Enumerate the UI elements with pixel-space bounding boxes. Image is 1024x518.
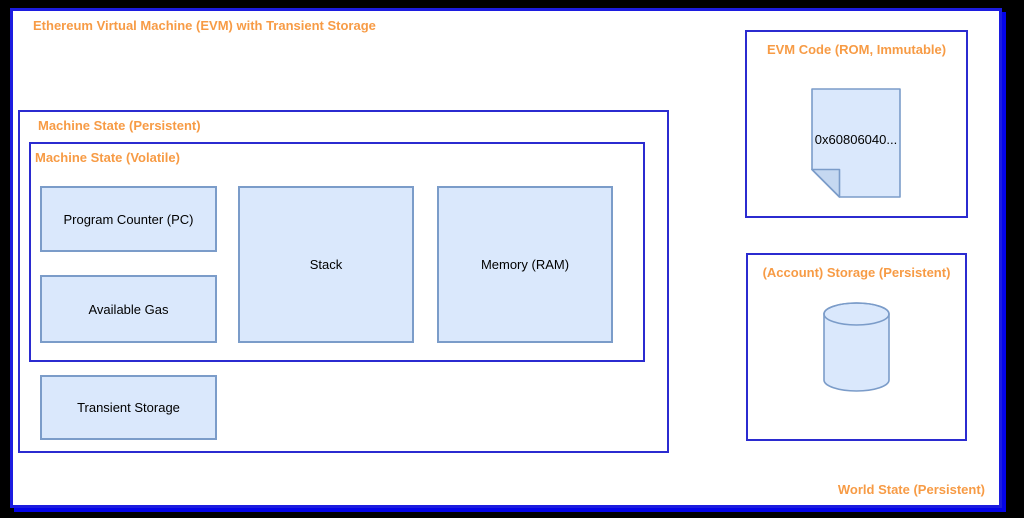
evm-code-box: EVM Code (ROM, Immutable) 0x60806040... (745, 30, 968, 218)
program-counter-node: Program Counter (PC) (40, 186, 217, 252)
machine-state-volatile-box: Machine State (Volatile) Program Counter… (29, 142, 645, 362)
note-icon: 0x60806040... (811, 88, 901, 198)
available-gas-node: Available Gas (40, 275, 217, 343)
database-icon (823, 302, 890, 392)
bytecode-text: 0x60806040... (814, 132, 898, 147)
diagram-title: Ethereum Virtual Machine (EVM) with Tran… (33, 18, 376, 33)
memory-node: Memory (RAM) (437, 186, 613, 343)
account-storage-box: (Account) Storage (Persistent) (746, 253, 967, 441)
evm-code-label: EVM Code (ROM, Immutable) (766, 42, 947, 57)
transient-storage-node: Transient Storage (40, 375, 217, 440)
account-storage-label: (Account) Storage (Persistent) (762, 265, 951, 280)
machine-state-volatile-label: Machine State (Volatile) (35, 150, 180, 165)
machine-state-persistent-box: Machine State (Persistent) Machine State… (18, 110, 669, 453)
world-state-label: World State (Persistent) (837, 482, 985, 497)
machine-state-persistent-label: Machine State (Persistent) (38, 118, 201, 133)
stack-node: Stack (238, 186, 414, 343)
evm-diagram-panel: Ethereum Virtual Machine (EVM) with Tran… (10, 8, 1002, 508)
